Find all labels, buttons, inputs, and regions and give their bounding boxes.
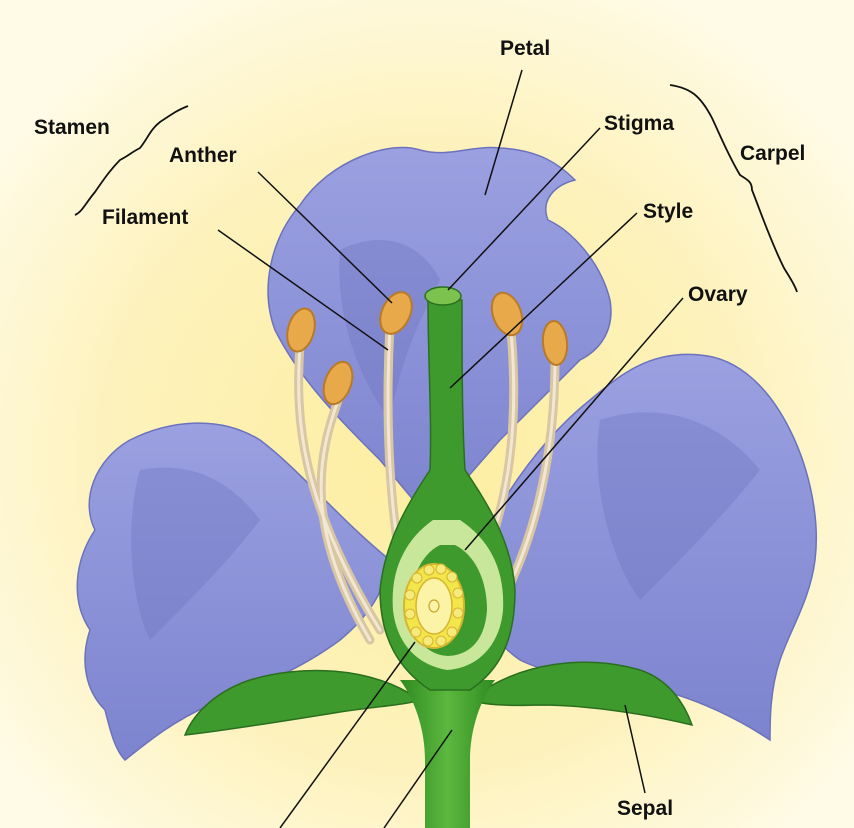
label-filament: Filament <box>102 207 188 228</box>
label-carpel: Carpel <box>740 143 805 164</box>
label-sepal: Sepal <box>617 798 673 819</box>
ovule-inner <box>416 578 452 634</box>
label-anther: Anther <box>169 145 237 166</box>
label-style: Style <box>643 201 693 222</box>
label-petal: Petal <box>500 38 550 59</box>
label-stamen: Stamen <box>34 117 110 138</box>
label-stigma: Stigma <box>604 113 674 134</box>
label-ovary: Ovary <box>688 284 748 305</box>
stigma-tip <box>425 287 461 305</box>
